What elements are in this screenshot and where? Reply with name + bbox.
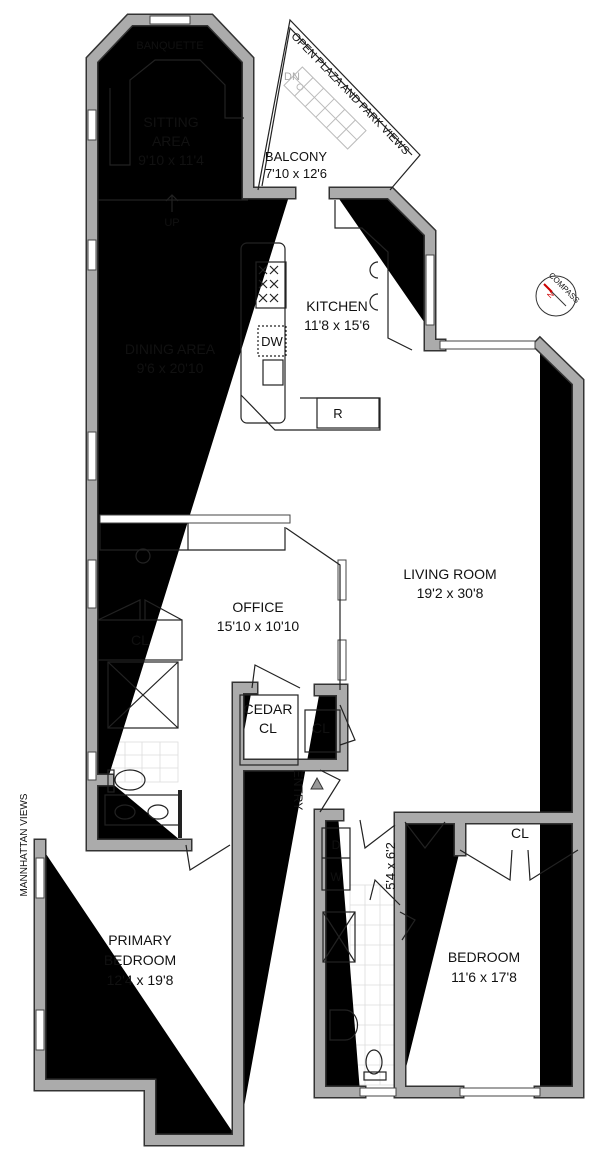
down-label: DN: [284, 71, 300, 83]
banquette-label: BANQUETTE: [136, 40, 203, 52]
compass-north-label: N: [545, 290, 556, 301]
dishwasher-label: DW: [261, 334, 283, 349]
cedar-closet-label: CEDAR: [243, 701, 292, 717]
stairs: [283, 66, 367, 150]
dining-area-label: DINING AREA: [125, 341, 216, 357]
stair-marker-icon: [296, 83, 304, 91]
balcony-dims: 7'10 x 12'6: [265, 166, 327, 181]
closet-label: CL: [131, 632, 149, 648]
interior-lines: [97, 18, 579, 1081]
washer-label: W: [330, 870, 342, 884]
closet-label: CL: [511, 825, 529, 841]
sitting-area-dims: 9'10 x 11'4: [138, 152, 204, 168]
bedroom-dims: 11'6 x 17'8: [451, 969, 517, 985]
up-label: UP: [164, 217, 179, 229]
balcony-label: BALCONY: [265, 149, 327, 164]
compass-icon: N COMPASS: [535, 271, 581, 317]
sitting-area-label-2: AREA: [152, 133, 191, 149]
park-views-label: OPEN PLAZA AND PARK VIEWS: [289, 30, 412, 157]
manhattan-views-label: MANNHATTAN VIEWS: [19, 793, 30, 896]
kitchen-label: KITCHEN: [306, 298, 367, 314]
entry-arrow-icon: [310, 776, 324, 790]
primary-bedroom-dims: 12'4 x 19'8: [107, 972, 174, 988]
primary-bedroom-label-2: BEDROOM: [104, 952, 176, 968]
bedroom-label: BEDROOM: [448, 949, 520, 965]
laundry-dims: 5'4 x 6'2: [383, 842, 398, 890]
dryer-label: D: [332, 838, 341, 852]
sitting-area-label: SITTING: [143, 114, 198, 130]
kitchen-dims: 11'8 x 15'6: [304, 317, 370, 333]
fridge-label: R: [333, 406, 342, 421]
dining-area-dims: 9'6 x 20'10: [137, 360, 204, 376]
living-room-label: LIVING ROOM: [403, 566, 496, 582]
up-arrow-icon: [165, 194, 179, 212]
primary-bedroom-label: PRIMARY: [108, 932, 172, 948]
office-dims: 15'10 x 10'10: [217, 618, 300, 634]
living-room-dims: 19'2 x 30'8: [417, 585, 484, 601]
office-label: OFFICE: [232, 599, 283, 615]
entry-label: ENTRY: [291, 770, 305, 810]
cedar-closet-label-2: CL: [259, 720, 277, 736]
closet-label: CL: [312, 720, 330, 736]
windows: [35, 15, 541, 1097]
